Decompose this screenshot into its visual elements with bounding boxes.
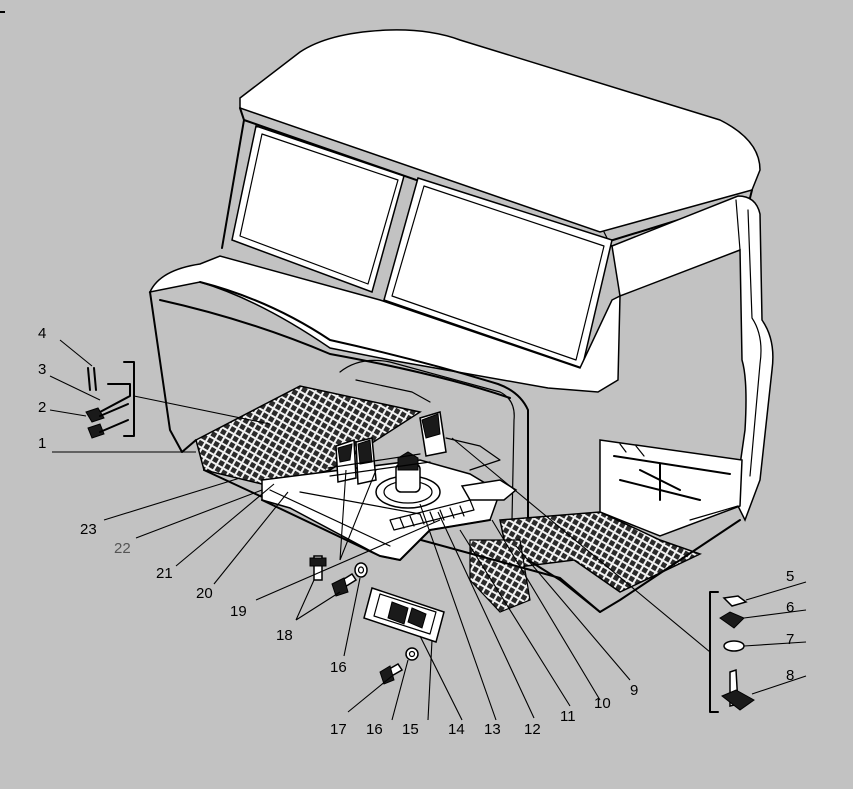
hatch-cover-fasteners [309,555,445,685]
callout-6: 6 [786,599,794,616]
callout-9: 9 [630,682,638,699]
cab-body [148,29,774,561]
callout-11: 11 [560,708,576,725]
callout-22: 22 [114,540,131,557]
callout-18: 18 [276,627,293,644]
callout-5: 5 [786,568,794,585]
callout-12: 12 [524,721,541,738]
callout-1: 1 [38,435,46,452]
callout-2: 2 [38,399,46,416]
callout-labels: 4 3 2 1 5 6 7 8 9 10 11 12 13 14 15 16 1… [38,325,794,738]
callout-8: 8 [786,667,794,684]
lock-pin-assembly [85,361,135,439]
leader-lines [49,339,807,721]
callout-4: 4 [38,325,46,342]
wingnut-bolt-assembly [709,591,755,713]
callout-14: 14 [448,721,465,738]
callout-23: 23 [80,521,97,538]
callout-7: 7 [786,631,794,648]
callout-20: 20 [196,585,213,602]
callout-17: 17 [330,721,347,738]
callout-15: 15 [402,721,419,738]
callout-3: 3 [38,361,46,378]
callout-16-lower: 16 [366,721,383,738]
floor-tunnel-assembly [261,411,518,561]
callout-21: 21 [156,565,173,582]
callout-10: 10 [594,695,611,712]
callout-13: 13 [484,721,501,738]
callout-19: 19 [230,603,247,620]
cab-floor [181,385,743,613]
callout-16-upper: 16 [330,659,347,676]
